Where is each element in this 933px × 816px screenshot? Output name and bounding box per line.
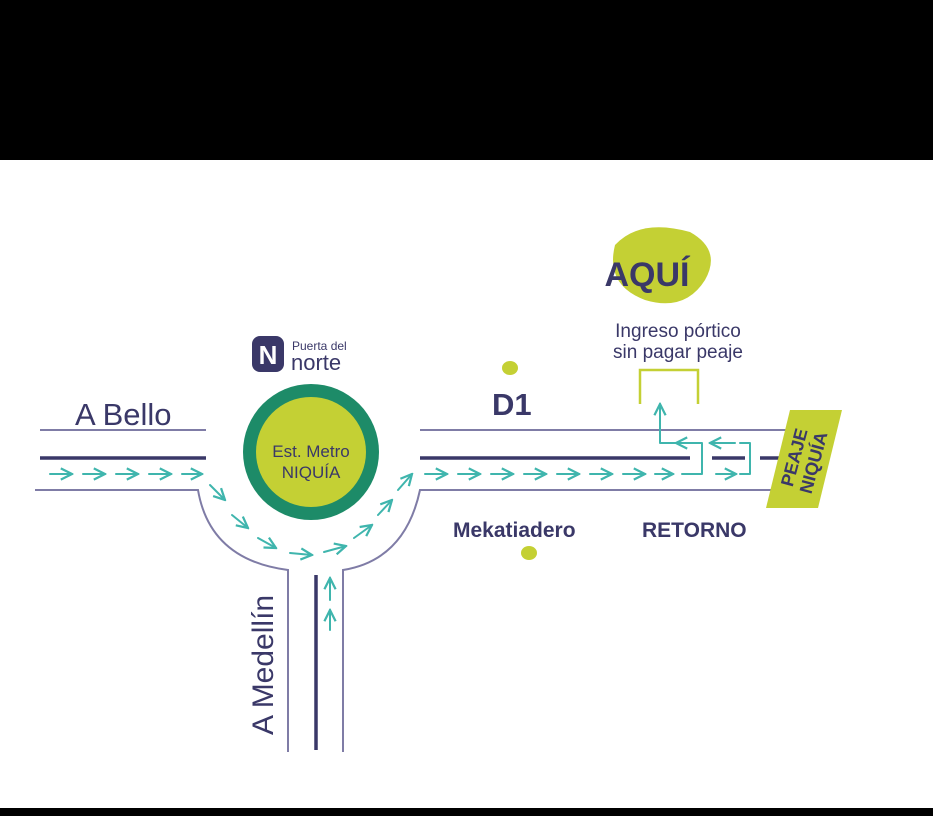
- roads: [35, 429, 790, 752]
- portico-gate: [638, 368, 700, 404]
- logo-line1: Puerta del: [292, 339, 347, 353]
- retorno-label: RETORNO: [642, 519, 747, 542]
- metro-station-marker: Est. Metro NIQUÍA: [243, 384, 379, 520]
- d1-dot: [502, 361, 518, 375]
- d1-label: D1: [492, 387, 532, 422]
- aqui-blob: [613, 227, 711, 304]
- logo-letter: N: [259, 340, 278, 370]
- traffic-arrows: [49, 404, 751, 631]
- top-black-bar: [0, 0, 933, 160]
- puerta-del-norte-logo: N Puerta del norte: [252, 336, 347, 375]
- ingreso-line1: Ingreso pórtico: [615, 321, 741, 342]
- bottom-black-bar: [0, 808, 933, 816]
- ingreso-line2: sin pagar peaje: [613, 342, 743, 363]
- logo-line2: norte: [291, 350, 341, 375]
- a-bello-label: A Bello: [75, 397, 172, 432]
- peaje-niquia-sign: PEAJE NIQUÍA: [766, 410, 842, 508]
- mekatiadero-label: Mekatiadero: [453, 519, 576, 542]
- mekatiadero-dot: [521, 546, 537, 560]
- station-name-line1: Est. Metro: [272, 442, 349, 461]
- aqui-label: AQUÍ: [605, 256, 692, 294]
- station-name-line2: NIQUÍA: [282, 463, 341, 482]
- a-medellin-label: A Medellín: [247, 595, 280, 735]
